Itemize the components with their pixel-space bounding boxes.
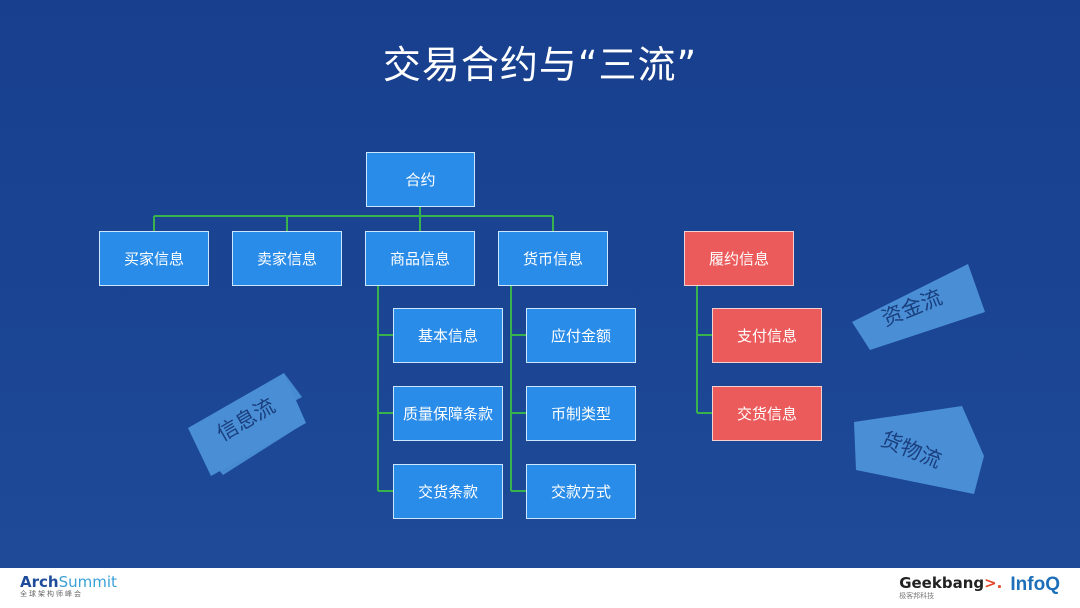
node-currency: 货币信息 bbox=[498, 231, 608, 286]
node-currency-payment-label: 交款方式 bbox=[550, 483, 611, 501]
infoq-logo: InfoQ bbox=[1010, 574, 1060, 595]
sponsor-logos: Geekbang>. 极客邦科技 InfoQ bbox=[899, 574, 1060, 601]
node-perf-payment-label: 支付信息 bbox=[736, 327, 797, 345]
connector-lines bbox=[153, 207, 712, 492]
node-goods-delivery: 交货条款 bbox=[393, 464, 503, 519]
node-currency-payable-label: 应付金额 bbox=[550, 327, 611, 345]
node-goods-label: 商品信息 bbox=[389, 250, 450, 268]
node-seller-label: 卖家信息 bbox=[256, 250, 317, 268]
archsummit-logo-text-b: Summit bbox=[58, 573, 117, 591]
node-contract: 合约 bbox=[366, 152, 475, 207]
node-buyer-label: 买家信息 bbox=[123, 250, 184, 268]
archsummit-logo: ArchSummit 全球架构师峰会 bbox=[20, 573, 117, 599]
node-currency-type: 币制类型 bbox=[526, 386, 636, 441]
node-currency-payment: 交款方式 bbox=[526, 464, 636, 519]
geekbang-logo-text-a: Geek bbox=[899, 574, 942, 592]
archsummit-logo-text-a: Arch bbox=[20, 573, 59, 591]
geekbang-logo-subtitle: 极客邦科技 bbox=[899, 592, 935, 600]
node-perf-payment: 支付信息 bbox=[712, 308, 822, 363]
node-perf-delivery-label: 交货信息 bbox=[736, 405, 797, 423]
slide: 交易合约与“三流” 合约 bbox=[0, 0, 1080, 568]
archsummit-logo-subtitle: 全球架构师峰会 bbox=[20, 590, 83, 598]
node-performance: 履约信息 bbox=[684, 231, 794, 286]
node-goods-delivery-label: 交货条款 bbox=[417, 483, 478, 501]
goods-flow-arrow bbox=[854, 406, 984, 494]
geekbang-logo-text-b: bang bbox=[941, 574, 985, 592]
node-goods-basic: 基本信息 bbox=[393, 308, 503, 363]
node-perf-delivery: 交货信息 bbox=[712, 386, 822, 441]
node-currency-payable: 应付金额 bbox=[526, 308, 636, 363]
geekbang-logo: Geekbang>. 极客邦科技 bbox=[899, 574, 1002, 601]
node-performance-label: 履约信息 bbox=[708, 250, 769, 268]
node-goods: 商品信息 bbox=[365, 231, 475, 286]
node-seller: 卖家信息 bbox=[232, 231, 342, 286]
node-goods-basic-label: 基本信息 bbox=[417, 327, 478, 345]
node-currency-type-label: 币制类型 bbox=[550, 405, 611, 423]
slide-title: 交易合约与“三流” bbox=[382, 43, 698, 87]
footer: ArchSummit 全球架构师峰会 Geekbang>. 极客邦科技 Info… bbox=[0, 568, 1080, 608]
funds-flow-arrow bbox=[852, 264, 985, 350]
node-buyer: 买家信息 bbox=[99, 231, 209, 286]
node-goods-quality: 质量保障条款 bbox=[393, 386, 503, 441]
node-goods-quality-label: 质量保障条款 bbox=[402, 405, 493, 423]
geekbang-logo-text-c: >. bbox=[984, 574, 1003, 592]
info-flow-arrow bbox=[188, 373, 306, 476]
node-contract-label: 合约 bbox=[405, 171, 436, 189]
node-currency-label: 货币信息 bbox=[522, 250, 583, 268]
